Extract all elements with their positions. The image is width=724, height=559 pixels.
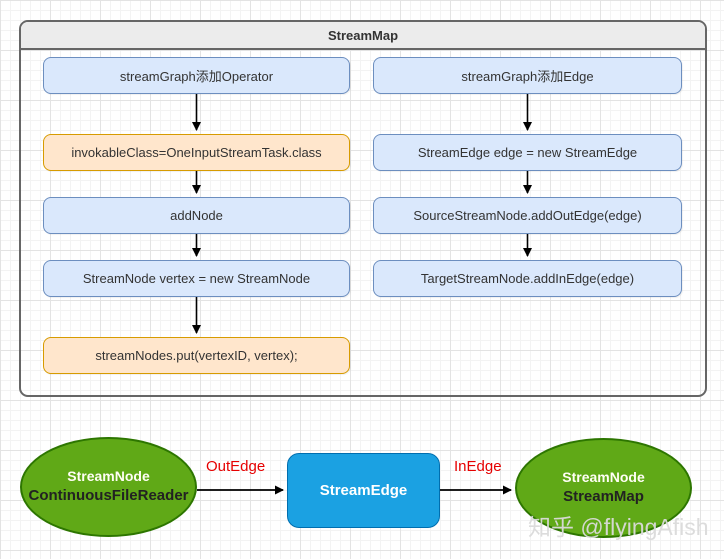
stream-edge-label: StreamEdge: [319, 482, 408, 499]
flow-step-addnode: addNode: [43, 197, 350, 234]
flow-step-new-streamedge: StreamEdge edge = new StreamEdge: [373, 134, 682, 171]
target-node-type: StreamNode: [562, 469, 645, 486]
out-edge-label: OutEdge: [206, 458, 266, 475]
flow-step-add-edge: streamGraph添加Edge: [373, 57, 682, 94]
flow-step-invokable-class: invokableClass=OneInputStreamTask.class: [43, 134, 350, 171]
flow-step-streamnodes-put: streamNodes.put(vertexID, vertex);: [43, 337, 350, 374]
flow-step-new-streamnode: StreamNode vertex = new StreamNode: [43, 260, 350, 297]
stream-edge-node: StreamEdge: [287, 453, 440, 528]
streammap-container: StreamMap: [19, 20, 707, 397]
source-stream-node: StreamNode ContinuousFileReader: [20, 437, 197, 537]
flow-step-add-out-edge: SourceStreamNode.addOutEdge(edge): [373, 197, 682, 234]
target-node-name: StreamMap: [563, 488, 644, 506]
target-stream-node: StreamNode StreamMap: [515, 438, 692, 538]
flow-step-add-operator: streamGraph添加Operator: [43, 57, 350, 94]
source-node-name: ContinuousFileReader: [28, 487, 189, 505]
watermark: 知乎 @flyingAfish: [528, 514, 709, 540]
flow-step-add-in-edge: TargetStreamNode.addInEdge(edge): [373, 260, 682, 297]
container-title: StreamMap: [21, 22, 705, 50]
source-node-type: StreamNode: [67, 468, 150, 485]
in-edge-label: InEdge: [454, 458, 502, 475]
